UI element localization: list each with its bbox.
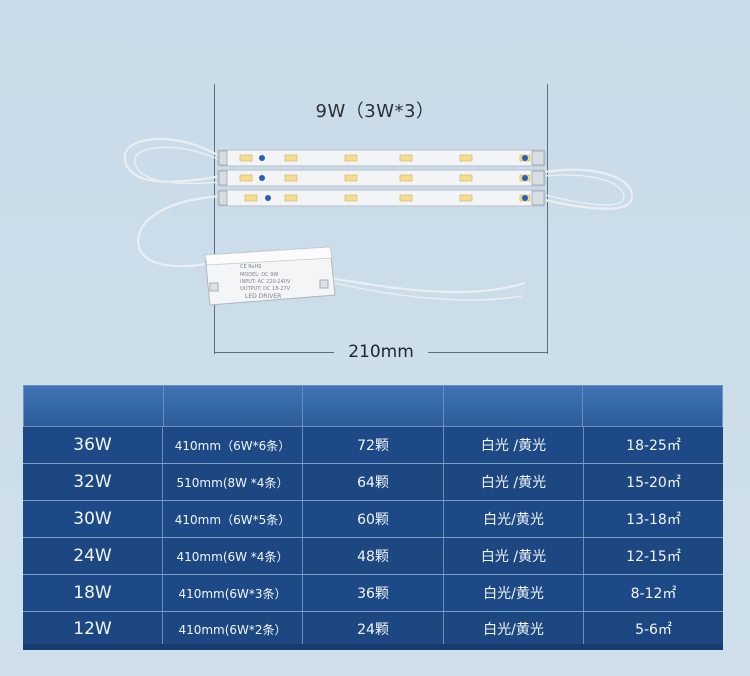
cell-length: 410mm（6W*5条） — [163, 501, 303, 537]
dimension-guide-right — [547, 84, 548, 354]
cell-power: 24W — [23, 538, 163, 574]
svg-text:LED DRIVER: LED DRIVER — [245, 293, 281, 300]
cell-color: 白光/黄光 — [444, 501, 584, 537]
cell-led-count: 72颗 — [303, 427, 444, 463]
cell-length: 410mm(6W *4条） — [163, 538, 303, 574]
svg-text:OUTPUT: DC 18-27V: OUTPUT: DC 18-27V — [240, 286, 291, 292]
strip-power-label: 9W（3W*3） — [315, 101, 435, 122]
header-cell — [24, 386, 164, 426]
table-footer-bar — [23, 644, 723, 650]
cell-led-count: 36颗 — [303, 575, 444, 611]
header-cell — [164, 386, 304, 426]
cell-area: 15-20㎡ — [626, 475, 681, 491]
cell-area: 13-18㎡ — [626, 512, 681, 528]
dimension-guide-left — [214, 84, 215, 354]
header-cell — [583, 386, 722, 426]
cell-power: 36W — [23, 427, 163, 463]
strip-length-label: 210mm — [348, 342, 414, 362]
svg-text:INPUT: AC 220-240V: INPUT: AC 220-240V — [240, 279, 291, 285]
table-row: 12W 410mm(6W*2条） 24颗 白光/黄光 5-6㎡ — [23, 612, 723, 647]
product-illustration: 9W（3W*3） 210mm — [123, 84, 634, 362]
cell-led-count: 48颗 — [303, 538, 444, 574]
cell-color: 白光 /黄光 — [444, 464, 584, 500]
cell-color: 白光 /黄光 — [444, 427, 584, 463]
cell-length: 410mm(6W*2条） — [163, 612, 303, 646]
cell-length: 410mm(6W*3条） — [163, 575, 303, 611]
table-header-row — [23, 385, 723, 427]
cell-power: 18W — [23, 575, 163, 611]
cell-color: 白光/黄光 — [444, 612, 584, 646]
strip-connectors — [218, 150, 545, 206]
table-row: 32W 510mm(8W *4条） 64颗 白光 /黄光 15-20㎡ — [23, 464, 723, 501]
cell-area: 18-25㎡ — [626, 438, 681, 454]
cell-led-count: 60颗 — [303, 501, 444, 537]
table-row: 36W 410mm（6W*6条） 72颗 白光 /黄光 18-25㎡ — [23, 427, 723, 464]
pcb-blue-marks — [259, 155, 528, 201]
svg-text:CE RoHS: CE RoHS — [240, 264, 261, 270]
dimension-line-left — [214, 352, 334, 353]
cell-area: 5-6㎡ — [635, 622, 672, 638]
cell-area: 12-15㎡ — [626, 549, 681, 565]
cell-area: 8-12㎡ — [630, 586, 677, 602]
dimension-line-right — [428, 352, 548, 353]
cell-led-count: 64颗 — [303, 464, 444, 500]
cell-color: 白光 /黄光 — [444, 538, 584, 574]
spec-table: 36W 410mm（6W*6条） 72颗 白光 /黄光 18-25㎡ 32W 5… — [23, 385, 723, 647]
cell-color: 白光/黄光 — [444, 575, 584, 611]
table-row: 24W 410mm(6W *4条） 48颗 白光 /黄光 12-15㎡ — [23, 538, 723, 575]
table-row: 18W 410mm(6W*3条） 36颗 白光/黄光 8-12㎡ — [23, 575, 723, 612]
table-row: 30W 410mm（6W*5条） 60颗 白光/黄光 13-18㎡ — [23, 501, 723, 538]
cell-length: 410mm（6W*6条） — [163, 427, 303, 463]
header-cell — [444, 386, 584, 426]
led-driver-box: CE RoHS MODEL: DC 9W INPUT: AC 220-240V … — [204, 246, 336, 306]
pcb-strips — [217, 149, 546, 207]
cell-power: 30W — [23, 501, 163, 537]
svg-text:MODEL: DC 9W: MODEL: DC 9W — [240, 272, 278, 278]
led-strip-drawing: CE RoHS MODEL: DC 9W INPUT: AC 220-240V … — [123, 138, 634, 306]
wire-loops — [123, 138, 634, 301]
header-cell — [303, 386, 444, 426]
cell-led-count: 24颗 — [303, 612, 444, 646]
cell-power: 32W — [23, 464, 163, 500]
cell-length: 510mm(8W *4条） — [163, 464, 303, 500]
cell-power: 12W — [23, 612, 163, 646]
